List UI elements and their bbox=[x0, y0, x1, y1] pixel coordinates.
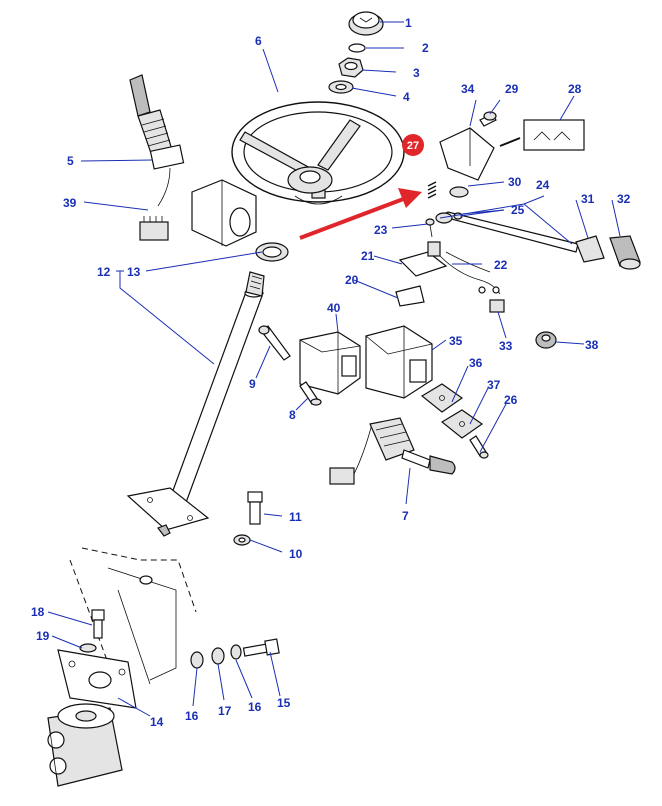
label-4: 4 bbox=[403, 90, 410, 104]
part-4-washer bbox=[328, 80, 354, 94]
part-13-bearing-ring bbox=[255, 242, 289, 262]
label-16-right: 16 bbox=[248, 700, 262, 714]
part-23-screw bbox=[425, 218, 435, 238]
part-11-bolt bbox=[247, 491, 263, 525]
label-3: 3 bbox=[413, 66, 420, 80]
label-5: 5 bbox=[67, 154, 74, 168]
label-35: 35 bbox=[449, 334, 463, 348]
label-29: 29 bbox=[505, 82, 519, 96]
part-35-bracket bbox=[365, 325, 433, 399]
part-6-steering-wheel bbox=[231, 101, 405, 205]
part-15-bolt bbox=[242, 638, 280, 657]
part-40-bracket bbox=[299, 331, 361, 395]
part-20-bracket bbox=[395, 285, 425, 307]
part-36-plate bbox=[420, 383, 464, 413]
column-shroud bbox=[191, 179, 257, 247]
part-16-washer-right bbox=[230, 644, 242, 660]
label-12: 12 bbox=[97, 265, 111, 279]
highlight-arrow bbox=[299, 188, 422, 240]
part-10-washer bbox=[233, 534, 251, 546]
label-24: 24 bbox=[536, 178, 550, 192]
highlight-badge-27: 27 bbox=[402, 134, 424, 156]
part-2-circlip bbox=[348, 43, 366, 53]
part-26-screw bbox=[469, 435, 489, 459]
part-1-horn-cap bbox=[348, 11, 384, 36]
label-1: 1 bbox=[405, 16, 412, 30]
part-12-steering-column bbox=[126, 271, 265, 537]
part-9-bolt bbox=[258, 325, 291, 361]
part-16-washer-left bbox=[190, 651, 204, 669]
part-17-washer bbox=[211, 647, 225, 665]
part-18-bolt bbox=[91, 609, 105, 639]
label-31: 31 bbox=[581, 192, 595, 206]
part-29-screw bbox=[479, 111, 497, 127]
label-32: 32 bbox=[617, 192, 631, 206]
leader-lines bbox=[47, 21, 621, 717]
part-8-bolt bbox=[299, 381, 322, 406]
part-38-grommet bbox=[535, 331, 557, 349]
label-17: 17 bbox=[218, 704, 232, 718]
label-19: 19 bbox=[36, 629, 50, 643]
part-32-knob bbox=[609, 235, 641, 270]
label-15: 15 bbox=[277, 696, 291, 710]
label-21: 21 bbox=[361, 249, 375, 263]
part-28-decal bbox=[499, 119, 585, 151]
label-26: 26 bbox=[504, 393, 518, 407]
label-37: 37 bbox=[487, 378, 501, 392]
part-3-nut bbox=[338, 57, 364, 78]
callout-labels: 1 2 3 4 5 6 7 8 9 10 11 12 13 14 15 16 1… bbox=[31, 16, 631, 729]
label-9: 9 bbox=[249, 377, 256, 391]
part-39-connector bbox=[139, 216, 169, 241]
badge-27-text: 27 bbox=[407, 140, 419, 152]
label-20: 20 bbox=[345, 273, 359, 287]
label-22: 22 bbox=[494, 258, 508, 272]
label-36: 36 bbox=[469, 356, 483, 370]
part-31-knob-adapter bbox=[575, 235, 605, 263]
label-30: 30 bbox=[508, 175, 522, 189]
label-39: 39 bbox=[63, 196, 77, 210]
label-40: 40 bbox=[327, 301, 341, 315]
part-7-shuttle-switch bbox=[329, 417, 456, 485]
part-21-switch-bracket bbox=[398, 241, 448, 277]
part-33-connector bbox=[489, 299, 505, 313]
part-30-washer bbox=[449, 186, 469, 198]
label-16-left: 16 bbox=[185, 709, 199, 723]
mounting-frame-outline bbox=[69, 547, 197, 691]
label-38: 38 bbox=[585, 338, 599, 352]
steering-valve-unit bbox=[47, 703, 123, 787]
label-6: 6 bbox=[255, 34, 262, 48]
label-23: 23 bbox=[374, 223, 388, 237]
part-27-spring bbox=[427, 181, 437, 199]
label-33: 33 bbox=[499, 339, 513, 353]
label-2: 2 bbox=[422, 41, 429, 55]
part-5-combination-switch bbox=[129, 74, 185, 207]
part-37-plate bbox=[440, 409, 484, 439]
label-14: 14 bbox=[150, 715, 164, 729]
label-13: 13 bbox=[127, 265, 141, 279]
label-11: 11 bbox=[289, 510, 302, 524]
label-34: 34 bbox=[461, 82, 475, 96]
part-14-bracket bbox=[57, 649, 137, 709]
label-10: 10 bbox=[289, 547, 303, 561]
label-25: 25 bbox=[511, 203, 525, 217]
part-34-bracket bbox=[439, 127, 495, 181]
label-8: 8 bbox=[289, 408, 296, 422]
label-28: 28 bbox=[568, 82, 582, 96]
label-18: 18 bbox=[31, 605, 45, 619]
part-22-wiring bbox=[439, 251, 501, 295]
label-7: 7 bbox=[402, 509, 409, 523]
part-19-washer bbox=[79, 643, 97, 653]
